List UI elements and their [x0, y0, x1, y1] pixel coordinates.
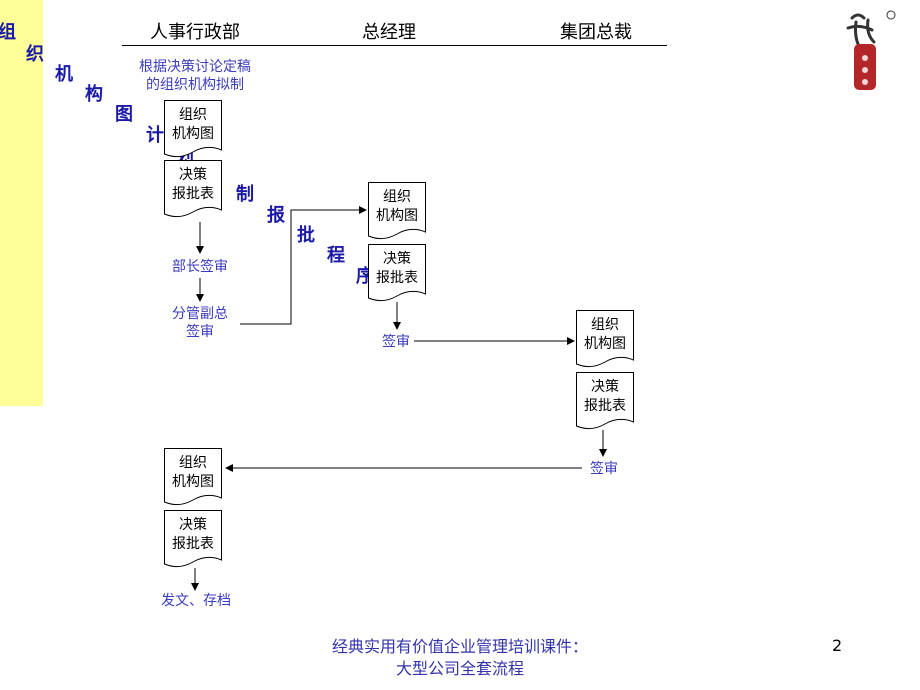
title-char: 组 [0, 22, 16, 43]
ceo-sign-label: 签审 [590, 461, 618, 477]
title-char: 报 [267, 205, 285, 226]
title-char: 程 [327, 245, 345, 266]
doc-line1: 组织 [383, 189, 411, 205]
arrow-vp-to-gm [240, 206, 367, 325]
decision-form-document-ceo: 决策报批表 [576, 372, 634, 434]
column-header-hr: 人事行政部 [150, 22, 240, 43]
gm-sign-label: 签审 [382, 334, 410, 350]
doc-line1: 组织 [179, 107, 207, 123]
title-char: 织 [26, 44, 44, 65]
doc-line1: 决策 [179, 517, 207, 533]
footer-line1: 经典实用有价值企业管理培训课件： [331, 637, 588, 656]
doc-line2: 机构图 [584, 336, 626, 352]
doc-line2: 报批表 [584, 398, 626, 414]
doc-line2: 报批表 [172, 536, 214, 552]
doc-line1: 组织 [591, 317, 619, 333]
doc-line2: 报批表 [376, 270, 418, 286]
title-char: 计 [146, 125, 164, 146]
doc-line2: 报批表 [172, 186, 214, 202]
vp-sign-line1: 分管副总 [172, 306, 228, 322]
doc-line1: 决策 [591, 379, 619, 395]
vp-sign-label: 分管副总 签审 [160, 305, 240, 341]
doc-line2: 机构图 [172, 474, 214, 490]
vp-sign-line2: 签审 [186, 324, 214, 340]
doc-line2: 机构图 [376, 208, 418, 224]
org-chart-document-hr: 组织机构图 [164, 100, 222, 162]
decision-form-document-hr: 决策报批表 [164, 160, 222, 222]
title-char: 图 [115, 104, 133, 125]
title-char: 制 [236, 184, 254, 205]
footer-line2: 大型公司全套流程 [395, 659, 524, 678]
footer-caption: 经典实用有价值企业管理培训课件： 大型公司全套流程 [290, 636, 630, 680]
title-char: 机 [55, 64, 73, 85]
doc-line1: 决策 [179, 167, 207, 183]
draft-note: 根据决策讨论定稿 的组织机构拟制 [128, 58, 262, 94]
left-accent-bar [0, 0, 43, 406]
page-number: 2 [832, 636, 843, 655]
draft-note-line2: 的组织机构拟制 [146, 77, 244, 93]
draft-note-line1: 根据决策讨论定稿 [139, 59, 251, 75]
header-divider [122, 45, 667, 46]
doc-line1: 组织 [179, 455, 207, 471]
archive-label: 发文、存档 [161, 593, 231, 609]
org-chart-document-ceo: 组织机构图 [576, 310, 634, 372]
title-char: 批 [297, 225, 315, 246]
decision-form-document-return: 决策报批表 [164, 510, 222, 572]
org-chart-document-return: 组织机构图 [164, 448, 222, 510]
calligraphy-seal-logo-icon [838, 8, 898, 98]
column-header-gm: 总经理 [362, 22, 416, 43]
doc-line1: 决策 [383, 251, 411, 267]
doc-line2: 机构图 [172, 126, 214, 142]
title-char: 构 [85, 84, 103, 105]
dept-head-sign-label: 部长签审 [172, 259, 228, 275]
decision-form-document-gm: 决策报批表 [368, 244, 426, 306]
org-chart-document-gm: 组织机构图 [368, 182, 426, 244]
column-header-ceo: 集团总裁 [560, 22, 632, 43]
